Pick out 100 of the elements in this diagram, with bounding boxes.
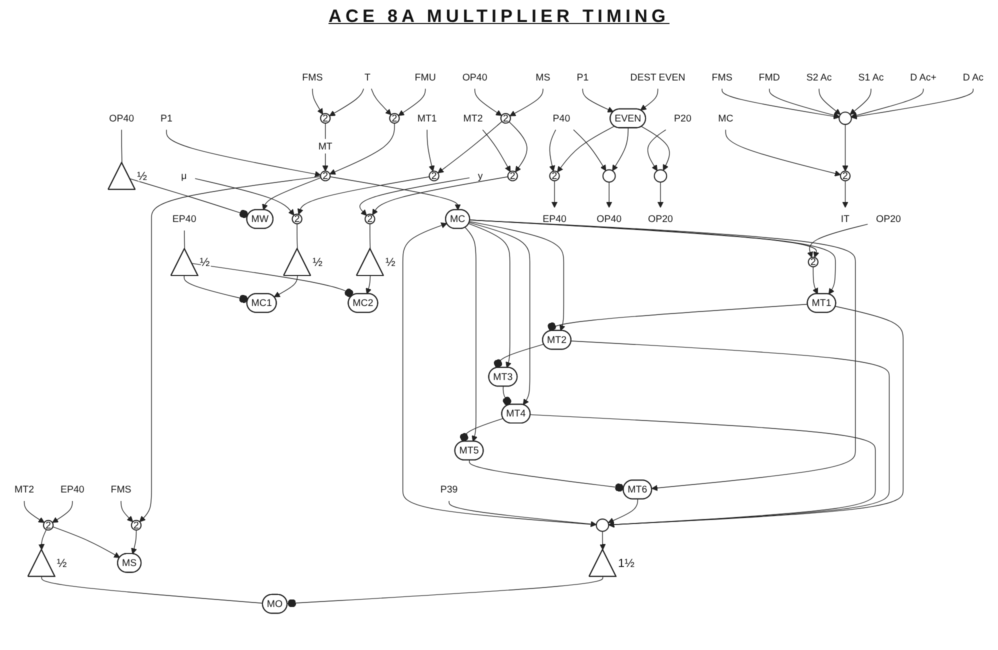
arrow bbox=[426, 129, 435, 172]
node-text: P1 bbox=[576, 71, 589, 82]
arrow bbox=[557, 126, 615, 172]
arrow bbox=[641, 126, 670, 171]
connector bbox=[184, 230, 186, 250]
node-text: MT1 bbox=[417, 112, 437, 124]
arrow bbox=[818, 88, 841, 115]
arrow bbox=[573, 129, 606, 171]
node-text: EP40 bbox=[542, 213, 566, 224]
arrow bbox=[24, 500, 45, 523]
node-circle: 2 bbox=[840, 170, 851, 182]
node-circle: 2 bbox=[428, 170, 440, 182]
node-text: OP40 bbox=[596, 213, 622, 224]
arrow bbox=[464, 227, 478, 442]
node-text: D Ac+ bbox=[910, 71, 936, 82]
arrow bbox=[194, 178, 294, 216]
node-text: T bbox=[364, 71, 370, 82]
arrow bbox=[850, 88, 924, 118]
node-circle bbox=[602, 169, 616, 183]
arrow bbox=[274, 275, 298, 298]
arrow bbox=[468, 223, 512, 368]
connector bbox=[192, 263, 354, 298]
node-text: MS bbox=[536, 71, 550, 82]
arrow bbox=[842, 124, 848, 172]
node-text: FMU bbox=[414, 71, 436, 82]
node-circle: 2 bbox=[320, 112, 331, 124]
arrow bbox=[647, 129, 666, 172]
arrow bbox=[52, 500, 73, 523]
node-text: μ bbox=[181, 170, 187, 182]
node-text: MT2 bbox=[463, 112, 483, 124]
arrow bbox=[606, 182, 612, 208]
arrow bbox=[166, 129, 321, 178]
node-circle: 2 bbox=[43, 520, 54, 531]
node-text: S1 Ac bbox=[858, 71, 884, 82]
arrow bbox=[469, 221, 566, 332]
node-circle: 2 bbox=[320, 170, 331, 182]
node-circle: 2 bbox=[549, 170, 560, 182]
arrow bbox=[398, 88, 426, 116]
node-text: OP20 bbox=[876, 213, 901, 224]
node-circle bbox=[596, 518, 610, 532]
arrow bbox=[842, 180, 848, 208]
node-circle: 2 bbox=[130, 520, 142, 531]
arrow bbox=[448, 500, 597, 528]
arrow bbox=[38, 529, 47, 550]
arrow bbox=[807, 224, 868, 258]
connector bbox=[502, 386, 512, 406]
node-text: FMS bbox=[302, 71, 323, 82]
arrow bbox=[549, 129, 556, 172]
arrow bbox=[402, 222, 597, 526]
connector bbox=[468, 460, 624, 492]
arrow bbox=[812, 266, 818, 294]
node-text: S2 Ac bbox=[806, 71, 832, 82]
gain-label: ½ bbox=[137, 169, 147, 184]
node-text: FMS bbox=[712, 71, 732, 82]
arrow bbox=[52, 526, 120, 558]
arrow bbox=[608, 306, 904, 528]
connector bbox=[287, 576, 604, 608]
arrow bbox=[262, 177, 322, 210]
arrow bbox=[640, 88, 658, 110]
arrow bbox=[330, 176, 461, 210]
gain-label: ½ bbox=[312, 255, 322, 270]
gain-label: 1½ bbox=[618, 556, 634, 570]
arrow bbox=[851, 88, 974, 120]
connector bbox=[494, 344, 544, 368]
node-text: MT2 bbox=[14, 484, 34, 495]
arrow bbox=[508, 121, 528, 172]
arrow bbox=[438, 121, 502, 174]
node-circle: 2 bbox=[808, 256, 818, 268]
connector bbox=[548, 304, 808, 332]
arrow bbox=[850, 88, 872, 115]
arrow bbox=[329, 122, 395, 175]
node-circle bbox=[654, 169, 668, 183]
arrow bbox=[312, 88, 324, 115]
connector bbox=[121, 129, 122, 164]
connector bbox=[296, 223, 298, 250]
node-circle bbox=[838, 112, 852, 125]
arrow bbox=[608, 498, 638, 524]
arrow bbox=[131, 530, 137, 554]
arrow bbox=[297, 176, 430, 215]
arrow bbox=[359, 177, 470, 216]
node-text: OP40 bbox=[462, 71, 488, 82]
arrow bbox=[510, 88, 544, 116]
node-text: OP40 bbox=[109, 112, 134, 124]
node-text: MC bbox=[718, 112, 734, 124]
gain-label: ½ bbox=[385, 255, 396, 270]
arrow bbox=[120, 500, 134, 522]
arrow bbox=[570, 340, 890, 528]
node-text: FMD bbox=[758, 71, 780, 82]
connector bbox=[370, 223, 371, 250]
node-text: P1 bbox=[160, 112, 172, 124]
arrow bbox=[530, 414, 876, 528]
diagram-title: ACE 8A MULTIPLIER TIMING bbox=[328, 6, 670, 27]
node-text: OP20 bbox=[648, 213, 673, 224]
arrow bbox=[600, 531, 606, 550]
node-text: P40 bbox=[552, 112, 570, 124]
node-circle: 2 bbox=[389, 112, 400, 124]
arrow bbox=[470, 220, 856, 491]
arrow bbox=[474, 88, 502, 116]
arrow bbox=[366, 275, 372, 294]
node-text: D Ac bbox=[962, 71, 984, 82]
